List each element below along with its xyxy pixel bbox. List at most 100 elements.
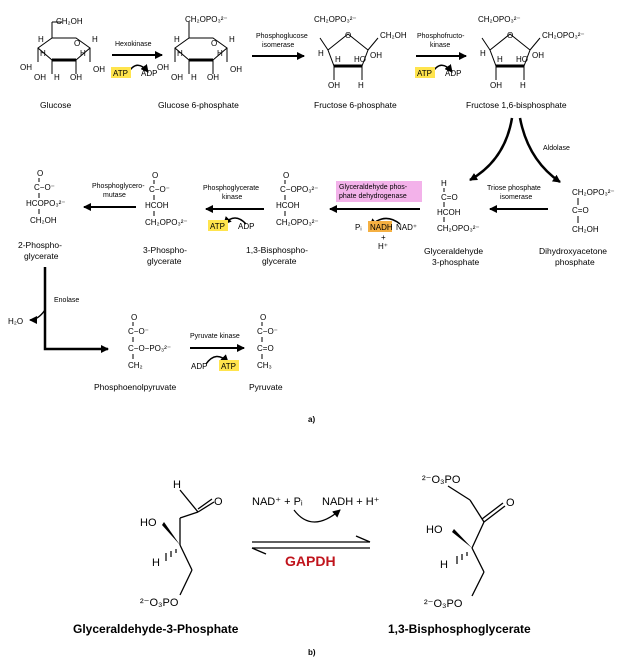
pyruvate-structure: O C−O⁻ C=O CH₃ xyxy=(257,313,278,370)
pfk-label-1: Phosphofructo- xyxy=(417,33,465,40)
forward-arrowhead xyxy=(355,535,371,543)
svg-text:OH: OH xyxy=(328,81,340,90)
adp-label: ADP xyxy=(141,69,157,78)
svg-text:CH₂OPO₃²⁻: CH₂OPO₃²⁻ xyxy=(276,218,319,227)
svg-text:CH₂OPO₃²⁻: CH₂OPO₃²⁻ xyxy=(572,188,615,197)
pep-label: Phosphoenolpyruvate xyxy=(94,382,177,392)
svg-text:OH: OH xyxy=(20,63,32,72)
svg-text:CH₂OPO₃²⁻: CH₂OPO₃²⁻ xyxy=(542,31,585,40)
part-a-label: a) xyxy=(308,415,315,424)
dhap-label-1: Dihydroxyacetone xyxy=(539,246,607,256)
svg-text:H: H xyxy=(38,35,44,44)
gap-structure: H C=O HCOH CH₂OPO₃²⁻ xyxy=(437,179,480,233)
aldolase-arrow-left xyxy=(469,117,514,182)
pgm-label-2: mutase xyxy=(103,192,126,199)
atp-label: ATP xyxy=(210,222,225,231)
svg-text:H: H xyxy=(335,55,341,64)
atp-label: ATP xyxy=(417,69,432,78)
dhap-label-2: phosphate xyxy=(555,257,595,267)
svg-text:H: H xyxy=(92,35,98,44)
svg-text:C−O⁻: C−O⁻ xyxy=(257,327,278,336)
pg2-label-1: 2-Phospho- xyxy=(18,240,62,250)
atom-h: H xyxy=(152,557,160,569)
left-molecule-name: Glyceraldehyde-3-Phosphate xyxy=(73,622,239,636)
pg3-label-1: 3-Phospho- xyxy=(143,245,187,255)
atp-highlight xyxy=(111,67,131,78)
svg-text:OH: OH xyxy=(230,65,242,74)
svg-text:H: H xyxy=(318,49,324,58)
adp-label: ADP xyxy=(445,69,461,78)
atp-label: ATP xyxy=(221,362,236,371)
plus-sign: + xyxy=(381,233,386,242)
svg-text:O: O xyxy=(211,39,217,48)
pi-label: Pᵢ xyxy=(355,223,362,232)
bpg-label-2: glycerate xyxy=(262,256,297,266)
svg-text:OH: OH xyxy=(370,51,382,60)
svg-text:CH₂OH: CH₂OH xyxy=(30,216,57,225)
svg-text:O: O xyxy=(152,171,158,180)
svg-text:OH: OH xyxy=(207,73,219,82)
products-label: NADH + H⁺ xyxy=(322,496,380,508)
pgi-label-1: Phosphoglucose xyxy=(256,33,308,40)
pep-structure: O C−O⁻ C−O−PO₃²⁻ CH₂ xyxy=(128,313,171,370)
aldolase-arrow-right xyxy=(518,117,561,184)
atp-highlight xyxy=(219,360,239,371)
svg-text:HCOH: HCOH xyxy=(276,201,300,210)
pg3-label-2: glycerate xyxy=(147,256,182,266)
pgk-label-1: Phosphoglycerate xyxy=(203,185,259,192)
svg-text:CH₂OH: CH₂OH xyxy=(56,17,83,26)
hash-bond xyxy=(165,549,177,561)
cofactor-curve xyxy=(293,509,341,523)
gapdh-label-2: phate dehydrogenase xyxy=(339,193,407,200)
right-molecule-name: 1,3-Bisphosphoglycerate xyxy=(388,622,531,636)
tpi-label-2: isomerase xyxy=(500,194,532,201)
svg-text:H: H xyxy=(441,179,447,188)
phosphate-group: ²⁻O₃PO xyxy=(424,598,463,610)
wedge-bond xyxy=(452,529,472,548)
svg-text:O: O xyxy=(74,39,80,48)
svg-text:CH₂OPO₃²⁻: CH₂OPO₃²⁻ xyxy=(314,15,357,24)
aldolase-label: Aldolase xyxy=(543,145,570,152)
pg2-label-2: glycerate xyxy=(24,251,59,261)
svg-text:H: H xyxy=(217,49,223,58)
pg3-structure: O C−O⁻ HCOH CH₂OPO₃²⁻ xyxy=(145,171,188,227)
svg-text:OH: OH xyxy=(532,51,544,60)
enolase-label: Enolase xyxy=(54,297,79,304)
f6p-label: Fructose 6-phosphate xyxy=(314,100,397,110)
pfk-label-2: kinase xyxy=(430,42,450,49)
svg-text:OH: OH xyxy=(34,73,46,82)
svg-text:H: H xyxy=(80,49,86,58)
dhap-structure: CH₂OPO₃²⁻ C=O CH₂OH xyxy=(572,188,615,234)
svg-text:CH₂OH: CH₂OH xyxy=(380,31,407,40)
svg-text:O: O xyxy=(37,169,43,178)
water-release-arrow xyxy=(29,309,46,324)
pgm-label-1: Phosphoglycero- xyxy=(92,183,145,190)
glucose-label: Glucose xyxy=(40,100,71,110)
svg-text:CH₂OPO₃²⁻: CH₂OPO₃²⁻ xyxy=(145,218,188,227)
pg2-structure: O C−O⁻ HCOPO₃²⁻ CH₂OH xyxy=(26,169,65,225)
svg-text:H: H xyxy=(358,81,364,90)
svg-text:H: H xyxy=(174,35,180,44)
svg-text:CH₂OPO₃²⁻: CH₂OPO₃²⁻ xyxy=(478,15,521,24)
svg-text:C−O−PO₃²⁻: C−O−PO₃²⁻ xyxy=(128,344,171,353)
adp-label: ADP xyxy=(191,362,207,371)
svg-text:OH: OH xyxy=(157,63,169,72)
svg-text:CH₂OH: CH₂OH xyxy=(572,225,599,234)
svg-text:C−O⁻: C−O⁻ xyxy=(34,183,55,192)
svg-text:O: O xyxy=(345,31,351,40)
svg-text:C−O⁻: C−O⁻ xyxy=(128,327,149,336)
nadh-label: NADH xyxy=(370,223,393,232)
hexokinase-label: Hexokinase xyxy=(115,41,152,48)
svg-text:H: H xyxy=(520,81,526,90)
svg-text:O: O xyxy=(283,171,289,180)
svg-text:H: H xyxy=(229,35,235,44)
bpg-label-1: 1,3-Bisphospho- xyxy=(246,245,308,255)
svg-text:O: O xyxy=(507,31,513,40)
svg-text:H: H xyxy=(177,49,183,58)
adp-label: ADP xyxy=(238,222,254,231)
svg-text:C=O: C=O xyxy=(441,193,458,202)
atp-label: ATP xyxy=(113,69,128,78)
svg-text:H: H xyxy=(191,73,197,82)
h2o-label: H₂O xyxy=(8,317,23,326)
